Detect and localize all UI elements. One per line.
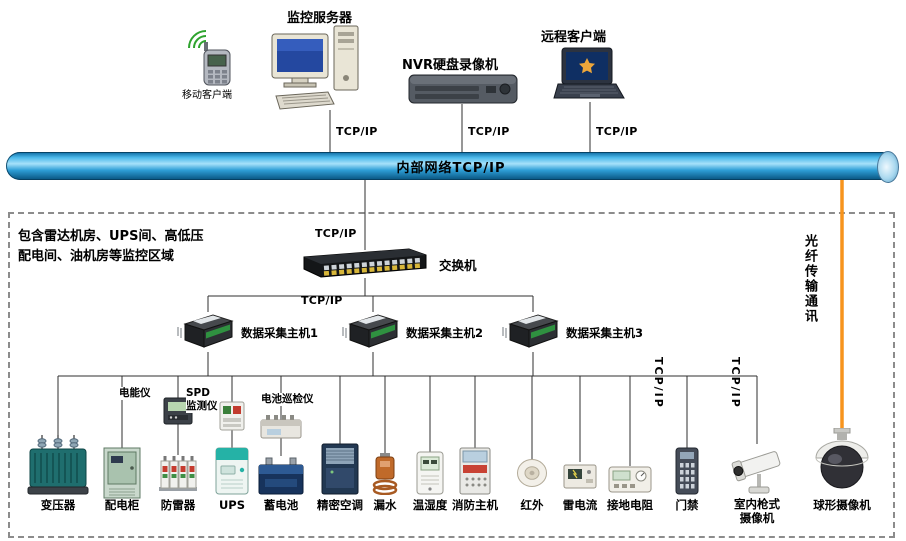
- data-collector3-icon: [502, 314, 559, 348]
- tcpip-label-camera-line: TCP/IP: [729, 357, 742, 409]
- ups-label: UPS: [218, 498, 246, 512]
- ground-resistance-label: 接地电阻: [607, 498, 653, 512]
- monitor-server-label: 监控服务器: [287, 11, 353, 26]
- collector3-label: 数据采集主机3: [566, 326, 644, 340]
- fire-host-icon: [459, 447, 491, 495]
- data-collector2-icon: [342, 314, 399, 348]
- battery-patrol-label: 电池巡检仪: [261, 393, 314, 406]
- tcpip-label-collector-line: TCP/IP: [301, 294, 343, 307]
- mobile-client-label: 移动客户端: [182, 90, 232, 101]
- access-control-keypad-icon: [675, 447, 699, 495]
- access-control-label: 门禁: [675, 498, 699, 512]
- zone-description-line1: 包含雷达机房、UPS间、高低压: [18, 229, 204, 244]
- ups-icon: [215, 447, 249, 495]
- tcpip-label-access-line: TCP/IP: [652, 357, 665, 409]
- mobile-phone-icon: [188, 30, 231, 86]
- tcpip-label-remote-line: TCP/IP: [596, 125, 638, 138]
- precision-ac-label: 精密空调: [317, 498, 363, 512]
- internal-network-backbone: 内部网络TCP/IP: [6, 151, 899, 183]
- infrared-label: 红外: [520, 498, 544, 512]
- surge-protector-label: 防雷器: [160, 498, 196, 512]
- network-switch-icon: [303, 248, 427, 278]
- switch-label: 交换机: [439, 258, 477, 273]
- battery-icon: [258, 457, 304, 495]
- transformer-icon: [27, 435, 89, 495]
- temp-humidity-sensor-icon: [416, 451, 444, 495]
- tcpip-label-switch-line: TCP/IP: [315, 227, 357, 240]
- tcpip-label-nvr-line: TCP/IP: [468, 125, 510, 138]
- distribution-cabinet-icon: [103, 447, 141, 499]
- spd-monitor-icon: [219, 401, 245, 431]
- ground-resistance-icon: [608, 466, 652, 493]
- precision-ac-icon: [321, 443, 359, 495]
- pipe-end-cap: [877, 151, 899, 183]
- nvr-label: NVR硬盘录像机: [402, 58, 498, 73]
- battery-label: 蓄电池: [263, 498, 299, 512]
- zone-description-line2: 配电间、油机房等监控区域: [18, 249, 175, 264]
- surge-protector-icon: [159, 456, 197, 491]
- remote-client-label: 远程客户端: [541, 30, 607, 45]
- monitor-server-icon: [271, 25, 359, 110]
- nvr-recorder-icon: [408, 74, 518, 104]
- collector1-label: 数据采集主机1: [241, 326, 319, 340]
- bullet-camera-label: 室内枪式 摄像机: [734, 497, 780, 525]
- power-meter-label: 电能仪: [119, 387, 151, 400]
- temp-humidity-label: 温湿度: [412, 498, 448, 512]
- dome-camera-icon: [815, 428, 869, 489]
- backbone-label: 内部网络TCP/IP: [396, 160, 506, 176]
- zone-description: 包含雷达机房、UPS间、高低压 配电间、油机房等监控区域: [18, 227, 203, 267]
- lightning-current-icon: [563, 464, 597, 489]
- tcpip-label-server-line: TCP/IP: [336, 125, 378, 138]
- laptop-icon: [553, 47, 625, 99]
- monitoring-zone-boundary: [8, 212, 895, 538]
- distribution-cabinet-label: 配电柜: [104, 498, 140, 512]
- infrared-sensor-icon: [517, 459, 547, 487]
- transformer-label: 变压器: [40, 498, 76, 512]
- collector2-label: 数据采集主机2: [406, 326, 484, 340]
- lightning-current-label: 雷电流: [562, 498, 598, 512]
- bullet-camera-icon: [731, 451, 781, 494]
- data-collector1-icon: [177, 314, 234, 348]
- fire-host-label: 消防主机: [452, 498, 498, 512]
- fiber-transmission-label: 光纤传输通讯: [802, 234, 817, 324]
- water-leak-label: 漏水: [373, 498, 397, 512]
- battery-patrol-icon: [260, 415, 302, 439]
- dome-camera-label: 球形摄像机: [813, 498, 871, 512]
- spd-monitor-label: SPD 监测仪: [186, 387, 218, 413]
- water-leak-sensor-icon: [372, 453, 398, 495]
